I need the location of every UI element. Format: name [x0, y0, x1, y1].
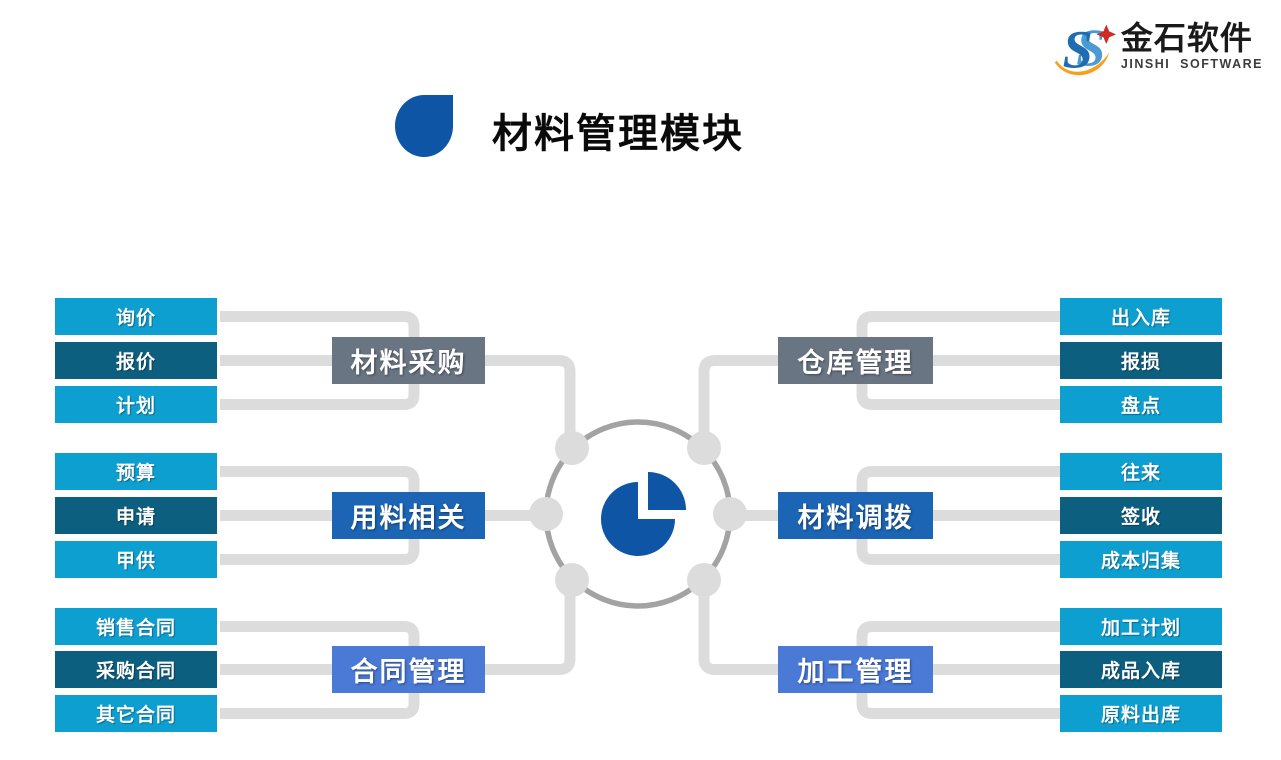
module-item: 签收	[1060, 497, 1222, 534]
module-item: 销售合同	[55, 608, 217, 645]
hub-node-dots	[529, 431, 747, 597]
title-drop-icon	[395, 95, 453, 157]
module-item: 出入库	[1060, 298, 1222, 335]
page-title: 材料管理模块	[492, 112, 744, 156]
module-item: 报价	[55, 342, 217, 379]
module-item: 甲供	[55, 541, 217, 578]
module-item: 报损	[1060, 342, 1222, 379]
module-item: 采购合同	[55, 651, 217, 688]
module-item: 预算	[55, 453, 217, 490]
group-box-material-transfer: 材料调拨	[778, 492, 933, 539]
module-item: 往来	[1060, 453, 1222, 490]
group-box-warehouse-management: 仓库管理	[778, 337, 933, 384]
group-box-material-procurement: 材料采购	[332, 337, 485, 384]
module-item: 申请	[55, 497, 217, 534]
logo-company-subtitle: JINSHI SOFTWARE	[1120, 56, 1263, 71]
module-item: 成品入库	[1060, 651, 1222, 688]
module-item: 计划	[55, 386, 217, 423]
group-box-processing-management: 加工管理	[778, 646, 933, 693]
module-item: 加工计划	[1060, 608, 1222, 645]
module-item: 其它合同	[55, 695, 217, 732]
module-item: 盘点	[1060, 386, 1222, 423]
group-box-material-usage: 用料相关	[332, 492, 485, 539]
company-logo: S S 金石软件 JINSHI SOFTWARE	[1049, 12, 1263, 80]
jinshi-logo-icon: S S	[1054, 19, 1116, 79]
module-item: 成本归集	[1060, 541, 1222, 578]
group-box-contract-management: 合同管理	[332, 646, 485, 693]
pie-chart-icon	[601, 472, 686, 556]
module-item: 询价	[55, 298, 217, 335]
logo-company-name: 金石软件	[1120, 20, 1253, 57]
svg-text:S: S	[1063, 19, 1093, 79]
module-item: 原料出库	[1060, 695, 1222, 732]
svg-text:S: S	[1076, 19, 1105, 77]
